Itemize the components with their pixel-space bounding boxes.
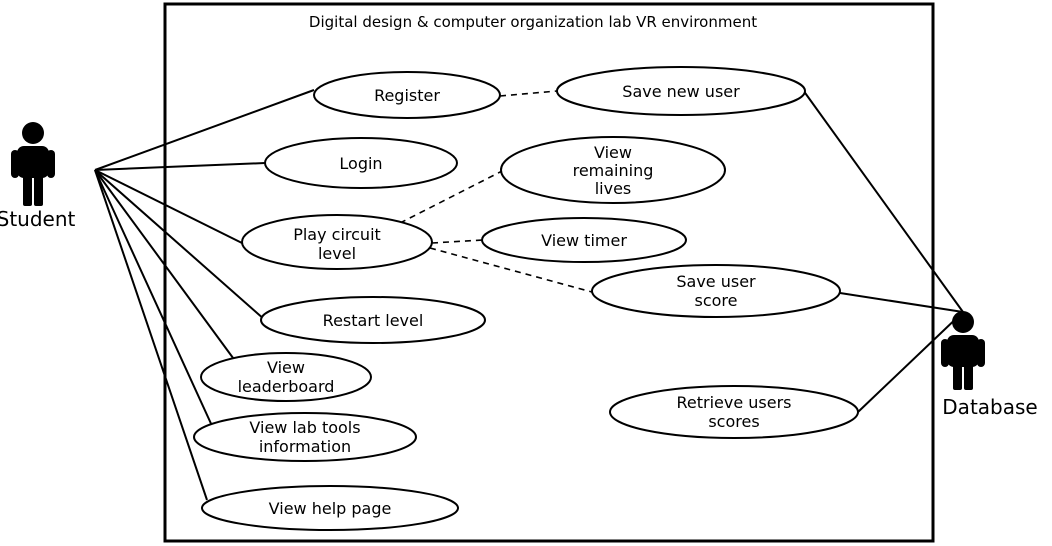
use-case-play-circuit-level-label-2: level [318, 244, 356, 263]
database-associations [802, 89, 964, 413]
use-case-save-new-user: Save new user [556, 66, 806, 116]
student-actor-icon [11, 122, 55, 206]
assoc-student-view-leaderboard [94, 169, 237, 363]
use-case-view-leaderboard-label-2: leaderboard [238, 377, 335, 396]
use-case-view-help-page-label: View help page [269, 499, 392, 518]
use-case-save-user-score-label-1: Save user [676, 272, 756, 291]
system-title: Digital design & computer organization l… [309, 13, 757, 31]
assoc-student-register [94, 89, 315, 171]
use-case-view-timer: View timer [481, 217, 687, 263]
assoc-database-save-new-user [802, 89, 964, 313]
use-case-view-lab-tools-label-1: View lab tools [249, 418, 360, 437]
student-associations [94, 89, 315, 501]
use-case-login: Login [264, 137, 458, 189]
use-case-view-lab-tools-information: View lab tools information [193, 412, 417, 462]
dep-play-save-user-score [429, 247, 593, 293]
use-case-save-new-user-label: Save new user [622, 82, 740, 101]
use-case-view-remaining-lives: View remaining lives [500, 136, 726, 204]
dep-play-view-timer [431, 239, 484, 244]
dep-register-save-new-user [499, 90, 558, 97]
assoc-student-view-lab-tools [94, 169, 214, 429]
use-case-view-timer-label: View timer [541, 231, 627, 250]
assoc-student-login [94, 162, 266, 171]
use-case-view-remaining-lives-label-2: remaining [573, 161, 654, 180]
assoc-database-save-user-score [839, 292, 964, 313]
use-case-view-remaining-lives-label-1: View [594, 143, 632, 162]
use-case-view-leaderboard-label-1: View [267, 358, 305, 377]
use-case-retrieve-users-scores-label-1: Retrieve users [676, 393, 791, 412]
dep-play-remaining-lives [399, 166, 511, 224]
assoc-student-view-help-page [94, 169, 208, 501]
use-case-retrieve-users-scores-label-2: scores [708, 412, 759, 431]
use-case-save-user-score: Save user score [591, 264, 841, 318]
use-case-view-remaining-lives-label-3: lives [595, 179, 632, 198]
use-case-restart-level: Restart level [260, 296, 486, 344]
database-actor: Database [941, 311, 1038, 419]
use-case-play-circuit-level: Play circuit level [241, 214, 433, 270]
assoc-student-play-circuit-level [94, 169, 245, 245]
use-case-register: Register [313, 71, 501, 119]
system-boundary [163, 2, 935, 543]
use-case-login-label: Login [339, 154, 382, 173]
student-actor: Student [0, 122, 76, 231]
use-case-save-user-score-label-2: score [695, 291, 738, 310]
use-case-retrieve-users-scores: Retrieve users scores [609, 385, 859, 439]
use-case-view-lab-tools-label-2: information [259, 437, 351, 456]
use-case-restart-level-label: Restart level [323, 311, 424, 330]
use-case-view-leaderboard: View leaderboard [200, 352, 372, 402]
student-label: Student [0, 207, 76, 231]
assoc-student-restart-level [94, 169, 266, 321]
dependencies [399, 90, 593, 293]
use-case-view-help-page: View help page [201, 485, 459, 531]
assoc-database-retrieve-scores [857, 311, 964, 413]
database-label: Database [942, 395, 1037, 419]
database-actor-icon [941, 311, 985, 390]
use-case-register-label: Register [374, 86, 440, 105]
use-case-play-circuit-level-label-1: Play circuit [293, 225, 381, 244]
